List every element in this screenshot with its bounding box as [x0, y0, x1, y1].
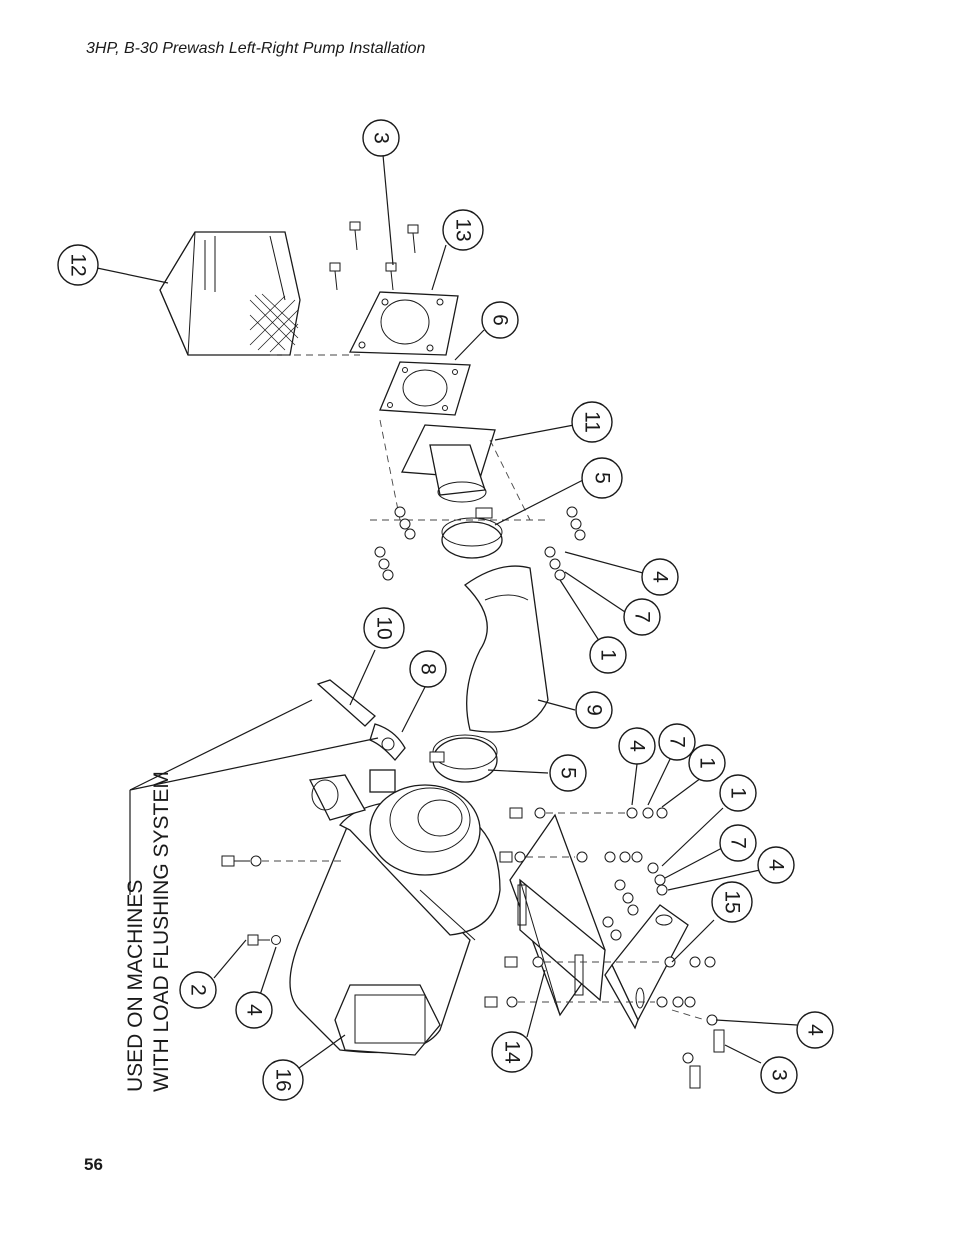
hardware-stack-upper	[374, 506, 586, 581]
elbow-hose-part-9	[463, 565, 549, 733]
callout-13: 13	[442, 209, 484, 251]
callout-7-right: 7	[719, 824, 757, 862]
elbow-fitting-part-8	[369, 723, 406, 762]
callout-label: 14	[501, 1040, 524, 1064]
callout-label: 1	[696, 757, 719, 769]
hose-clamp-upper	[441, 507, 503, 559]
callout-label: 3	[370, 132, 393, 144]
gasket-part-6	[379, 361, 471, 416]
callout-label: 4	[649, 571, 672, 583]
callout-7-upper: 7	[623, 598, 661, 636]
callout-label: 16	[272, 1068, 295, 1091]
flange-plate-part-13	[348, 291, 459, 356]
callout-label: 7	[727, 837, 750, 849]
callout-14: 14	[491, 1031, 533, 1073]
callout-5-upper: 5	[581, 457, 623, 499]
callout-label: 9	[583, 704, 606, 716]
flush-pipe-part-10	[316, 679, 376, 727]
callout-label: 7	[666, 736, 689, 748]
callout-label: 8	[417, 663, 440, 675]
strainer-box-part-12	[159, 231, 301, 356]
page-header: 3HP, B-30 Prewash Left-Right Pump Instal…	[86, 40, 426, 57]
callout-label: 5	[557, 767, 580, 779]
callout-3-top: 3	[362, 119, 400, 157]
callout-7-mid: 7	[658, 723, 696, 761]
callout-4-bottom: 4	[796, 1011, 834, 1049]
pump-motor-part-16	[289, 769, 501, 1056]
hose-clamp-lower	[429, 734, 498, 783]
callout-2: 2	[179, 971, 217, 1009]
callout-label: 5	[591, 472, 614, 484]
callout-4-left: 4	[235, 991, 273, 1029]
callout-label: 7	[631, 611, 654, 623]
callout-leaders	[96, 154, 798, 1069]
callout-4-right: 4	[757, 846, 795, 884]
callout-label: 13	[452, 218, 475, 241]
callout-11: 11	[571, 401, 613, 443]
callout-15: 15	[711, 881, 753, 923]
mounting-bracket-part-14	[509, 813, 606, 1017]
page-number: 56	[84, 1155, 103, 1174]
callout-label: 11	[581, 411, 604, 433]
motor-mount-bolt	[221, 855, 262, 867]
callout-6: 6	[481, 301, 519, 339]
callout-5-lower: 5	[549, 754, 587, 792]
flange-bolts	[329, 221, 419, 291]
bolt-part-2	[247, 934, 281, 946]
callout-label: 4	[243, 1004, 266, 1016]
callout-label: 12	[67, 253, 90, 276]
mounting-bracket-part-15	[604, 904, 689, 1030]
callout-1-upper: 1	[589, 636, 627, 674]
callout-16: 16	[262, 1059, 304, 1101]
callout-label: 6	[489, 314, 512, 326]
note-line-1: USED ON MACHINES	[124, 880, 147, 1092]
load-flushing-note: USED ON MACHINES WITH LOAD FLUSHING SYST…	[124, 771, 173, 1092]
callout-4-upper: 4	[641, 558, 679, 596]
bracket-hardware	[484, 807, 725, 1089]
callout-4-mid: 4	[618, 727, 656, 765]
callout-1-mid: 1	[688, 744, 726, 782]
note-line-2: WITH LOAD FLUSHING SYSTEM	[150, 771, 173, 1092]
callout-label: 4	[765, 859, 788, 871]
callout-label: 4	[626, 740, 649, 752]
callout-label: 2	[187, 984, 210, 996]
callout-label: 1	[727, 787, 750, 799]
callout-10: 10	[363, 607, 405, 649]
callout-8: 8	[409, 650, 447, 688]
callout-label: 3	[768, 1069, 791, 1081]
callout-9: 9	[575, 691, 613, 729]
callout-1-right: 1	[719, 774, 757, 812]
callout-12: 12	[57, 244, 99, 286]
callout-3-bottom: 3	[760, 1056, 798, 1094]
callout-label: 15	[721, 890, 744, 913]
callout-label: 4	[804, 1024, 827, 1036]
adapter-part-11	[400, 424, 496, 503]
callout-label: 10	[373, 616, 396, 639]
callout-label: 1	[597, 649, 620, 661]
